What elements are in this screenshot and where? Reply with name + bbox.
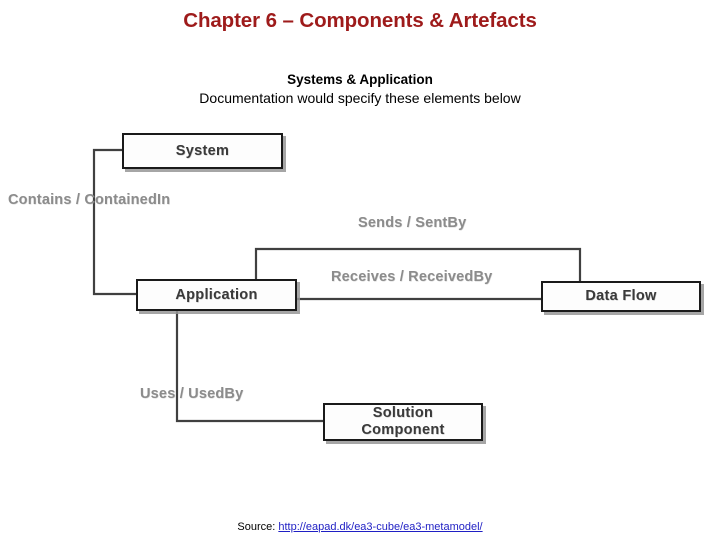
node-solution-component-label: Solution Component (361, 405, 444, 439)
node-solution-component-label-line2: Component (361, 422, 445, 438)
connector-sends (254, 247, 582, 283)
node-solution-component[interactable]: Solution Component (323, 403, 483, 441)
subtitle-block: Systems & Application Documentation woul… (0, 71, 720, 108)
node-application-label: Application (175, 286, 258, 303)
relationship-label-uses: Uses / UsedBy (140, 386, 244, 402)
node-application[interactable]: Application (136, 279, 297, 311)
node-system[interactable]: System (122, 133, 283, 169)
node-system-label: System (175, 142, 230, 159)
source-prefix: Source: (237, 521, 279, 533)
node-data-flow-label: Data Flow (585, 288, 657, 304)
connector-uses (175, 309, 325, 423)
relationship-label-receives: Receives / ReceivedBy (331, 269, 493, 285)
page-title: Chapter 6 – Components & Artefacts (183, 9, 537, 32)
source-attribution: Source: http://eapad.dk/ea3-cube/ea3-met… (0, 521, 720, 533)
relationship-label-sends: Sends / SentBy (358, 215, 467, 231)
node-solution-component-label-line1: Solution (372, 405, 434, 421)
subtitle-line-1: Systems & Application (287, 72, 433, 87)
connector-contains (92, 148, 138, 296)
source-link[interactable]: http://eapad.dk/ea3-cube/ea3-metamodel/ (278, 521, 483, 533)
node-data-flow[interactable]: Data Flow (541, 281, 701, 312)
relationship-label-contains: Contains / ContainedIn (8, 192, 171, 208)
subtitle-line-2: Documentation would specify these elemen… (199, 90, 521, 106)
